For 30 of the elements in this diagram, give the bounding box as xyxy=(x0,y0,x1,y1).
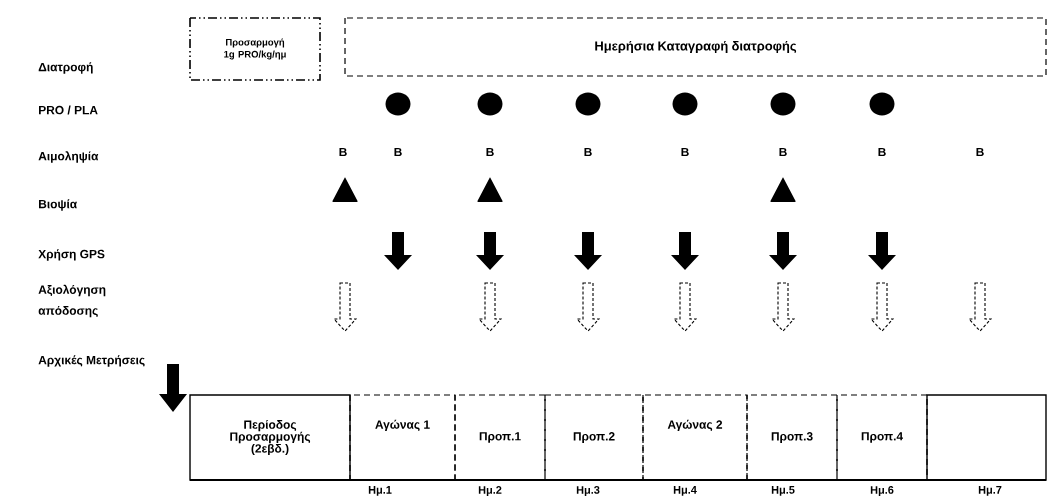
phase-box: Προπ.1 xyxy=(454,394,546,482)
phase-box: Αγώνας 1 xyxy=(349,394,456,482)
nutrition-box: Ημερήσια Καταγραφή διατροφής xyxy=(344,17,1047,77)
row-label: Διατροφή xyxy=(38,62,93,74)
sample-letter: B xyxy=(779,147,787,157)
row-label: Αρχικές Μετρήσεις xyxy=(38,355,145,367)
day-label: Ημ.4 xyxy=(673,486,697,496)
sample-letter: B xyxy=(681,147,689,157)
row-label: Αιμοληψία xyxy=(38,151,99,163)
sample-letter: B xyxy=(976,147,984,157)
phase-box: Περίοδος Προσαρμογής (2εβδ.) xyxy=(189,394,351,482)
row-label: Βιοψία xyxy=(39,199,77,211)
sample-letter: B xyxy=(878,147,886,157)
sample-letter: B xyxy=(394,147,402,157)
phase-box: Προπ.3 xyxy=(746,394,838,482)
day-label: Ημ.2 xyxy=(478,486,502,496)
sample-letter: B xyxy=(584,147,592,157)
row-label: Χρήση GPS xyxy=(38,249,105,261)
day-label: Ημ.3 xyxy=(576,486,600,496)
empty-box xyxy=(926,394,1047,482)
nutrition-box: Προσαρμογή 1g PRO/kg/ημ xyxy=(189,17,321,81)
phase-box: Προπ.4 xyxy=(836,394,928,482)
sample-letter: B xyxy=(339,147,347,157)
day-label: Ημ.5 xyxy=(771,486,795,496)
sample-letter: B xyxy=(486,147,494,157)
row-label: Αξιολόγηση απόδοσης xyxy=(38,284,106,318)
day-label: Ημ.1 xyxy=(368,486,392,496)
phase-box: Αγώνας 2 xyxy=(642,394,748,482)
row-label: PRO / PLA xyxy=(39,105,98,115)
phase-box: Προπ.2 xyxy=(544,394,644,482)
